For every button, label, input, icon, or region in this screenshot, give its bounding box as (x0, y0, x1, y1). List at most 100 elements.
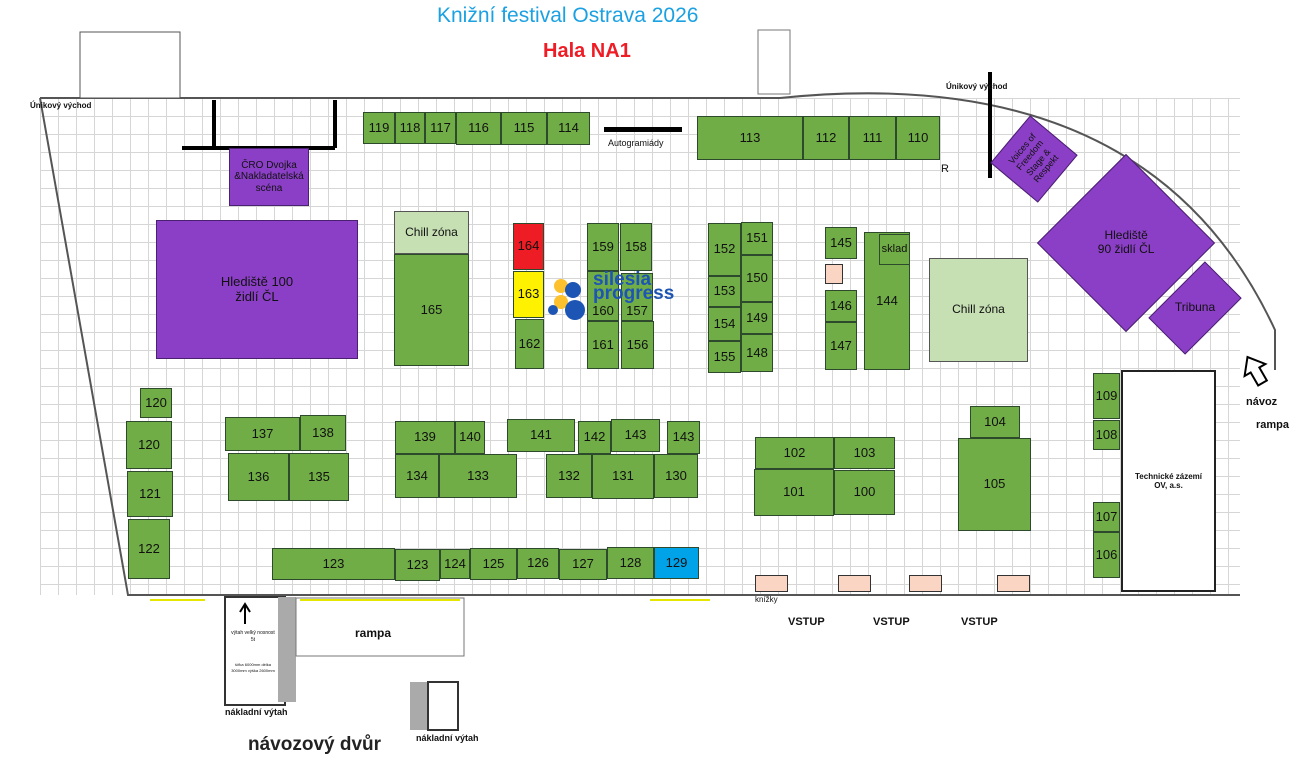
booth-158[interactable]: 158 (620, 223, 652, 271)
booth-143[interactable]: 143 (611, 419, 660, 452)
booth-155[interactable]: 155 (708, 341, 741, 373)
booth-117[interactable]: 117 (425, 112, 456, 144)
books-label: knížky (755, 595, 778, 604)
booth-147[interactable]: 147 (825, 322, 857, 370)
book-stand (909, 575, 942, 592)
booth-120[interactable]: 120 (140, 388, 172, 418)
booth-154[interactable]: 154 (708, 307, 741, 341)
booth-152[interactable]: 152 (708, 223, 741, 276)
booth-131[interactable]: 131 (592, 454, 654, 499)
exit-label: Únikový východ (946, 82, 1008, 91)
booth-164[interactable]: 164 (513, 223, 544, 270)
booth-160[interactable]: 160 (587, 271, 619, 321)
hall-title: Hala NA1 (543, 40, 631, 62)
exit-label: Únikový východ (30, 101, 92, 110)
booth-136[interactable]: 136 (228, 453, 289, 501)
entrance-label: VSTUP (788, 616, 825, 628)
book-stand (997, 575, 1030, 592)
booth-145[interactable]: 145 (825, 227, 857, 259)
booth-109[interactable]: 109 (1093, 373, 1120, 419)
chill-zone[interactable]: Chill zóna (394, 211, 469, 254)
booth-120[interactable]: 120 (126, 421, 172, 469)
booth-124[interactable]: 124 (440, 549, 470, 579)
booth-114[interactable]: 114 (547, 112, 590, 145)
logo-text: progress (593, 283, 675, 304)
booth-121[interactable]: 121 (127, 471, 173, 517)
stage-cro[interactable]: ČRO Dvojka &Nakladatelská scéna (229, 148, 309, 206)
booth-112[interactable]: 112 (803, 116, 849, 160)
event-title: Knižní festival Ostrava 2026 (437, 4, 699, 27)
booth-165[interactable]: 165 (394, 254, 469, 366)
navoz-label: návoz (1246, 396, 1278, 408)
booth-144[interactable]: 144 (864, 232, 910, 370)
booth-101[interactable]: 101 (754, 469, 834, 516)
booth-123[interactable]: 123 (272, 548, 395, 580)
wall (212, 100, 216, 148)
booth-128[interactable]: 128 (607, 547, 654, 579)
entrance-label: VSTUP (961, 616, 998, 628)
tribune-label: Tribuna (1174, 300, 1216, 315)
logo-text: silesia (593, 269, 652, 290)
booth-122[interactable]: 122 (128, 519, 170, 579)
booth-137[interactable]: 137 (225, 417, 300, 451)
booth-127[interactable]: 127 (559, 549, 607, 580)
booth-161[interactable]: 161 (587, 321, 619, 369)
book-stand (838, 575, 871, 592)
booth-153[interactable]: 153 (708, 276, 741, 307)
booth-106[interactable]: 106 (1093, 532, 1120, 578)
booth-108[interactable]: 108 (1093, 420, 1120, 450)
lift-label: nákladní výtah (416, 733, 479, 743)
booth-151[interactable]: 151 (741, 222, 773, 255)
booth-103[interactable]: 103 (834, 437, 895, 469)
booth-149[interactable]: 149 (741, 302, 773, 334)
booth-107[interactable]: 107 (1093, 502, 1120, 532)
booth-142[interactable]: 142 (578, 421, 611, 454)
booth-116[interactable]: 116 (456, 112, 501, 145)
booth-146[interactable]: 146 (825, 290, 857, 322)
auditorium-90-label: Hlediště 90 židlí ČL (1097, 228, 1155, 256)
booth-111[interactable]: 111 (849, 116, 896, 160)
booth-123[interactable]: 123 (395, 549, 440, 581)
booth-119[interactable]: 119 (363, 112, 395, 144)
rampa-label: rampa (1256, 419, 1290, 431)
booth-159[interactable]: 159 (587, 223, 619, 271)
lift-info: výtah velký nosnost 5t (231, 630, 275, 643)
booth-143[interactable]: 143 (667, 421, 700, 454)
booth-148[interactable]: 148 (741, 334, 773, 372)
booth-163[interactable]: 163 (513, 271, 544, 318)
booth-133[interactable]: 133 (439, 454, 517, 498)
booth-115[interactable]: 115 (501, 112, 547, 145)
booth-110[interactable]: 110 (896, 116, 940, 160)
booth-113[interactable]: 113 (697, 116, 803, 160)
booth-134[interactable]: 134 (395, 454, 439, 498)
lift-label: nákladní výtah (225, 707, 288, 717)
wall (333, 100, 337, 148)
wall (988, 72, 992, 178)
booth-130[interactable]: 130 (654, 454, 698, 498)
booth-102[interactable]: 102 (755, 437, 834, 469)
booth-105[interactable]: 105 (958, 438, 1031, 531)
booth-156[interactable]: 156 (621, 321, 654, 369)
booth-135[interactable]: 135 (289, 453, 349, 501)
booth-139[interactable]: 139 (395, 421, 455, 454)
booth-140[interactable]: 140 (455, 421, 485, 454)
booth-157[interactable]: 157 (621, 273, 653, 321)
booth-100[interactable]: 100 (834, 470, 895, 515)
booth-141[interactable]: 141 (507, 419, 575, 452)
booth-132[interactable]: 132 (546, 454, 592, 498)
autographs-label: Autogramiády (608, 138, 664, 148)
booth-104[interactable]: 104 (970, 406, 1020, 438)
booth-126[interactable]: 126 (517, 548, 559, 579)
booth-162[interactable]: 162 (515, 319, 544, 369)
booth-125[interactable]: 125 (470, 548, 517, 580)
booth-138[interactable]: 138 (300, 415, 346, 451)
lift-dims: šířka 6000mm délka 3000mm výška 2600mm (231, 662, 275, 673)
booth-150[interactable]: 150 (741, 255, 773, 302)
silesia-progress-logo-mark (548, 279, 585, 320)
booth-118[interactable]: 118 (395, 112, 425, 144)
chill-zone[interactable]: Chill zóna (929, 258, 1028, 362)
auditorium-100[interactable]: Hlediště 100 židlí ČL (156, 220, 358, 359)
booth-129[interactable]: 129 (654, 547, 699, 579)
